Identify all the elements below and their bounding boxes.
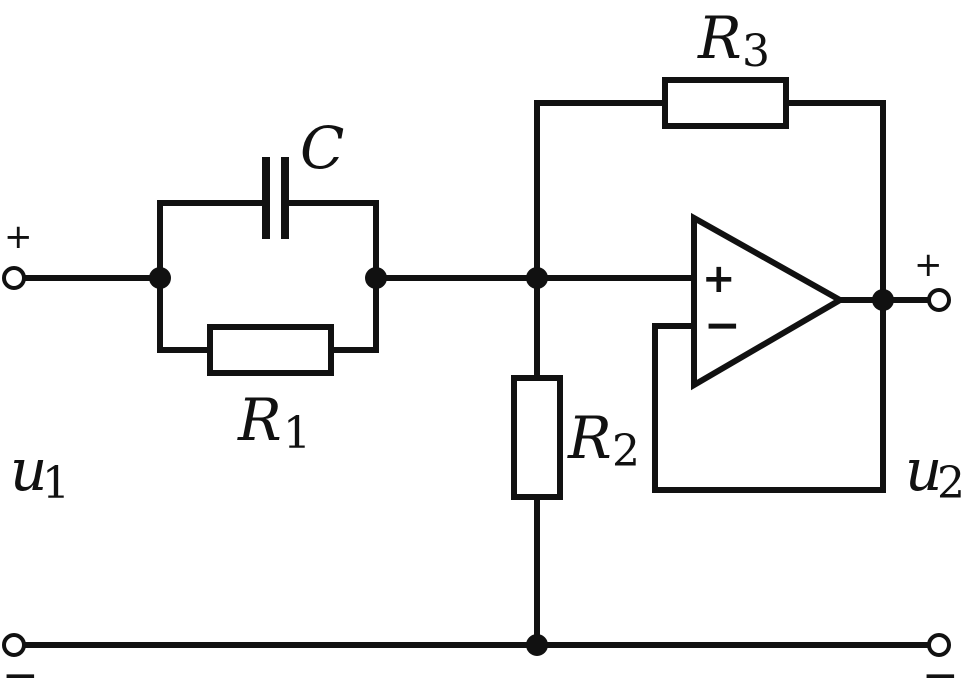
label-r3: R 3 xyxy=(697,4,770,77)
label-r2-sub: 2 xyxy=(612,426,640,477)
resistor-r1 xyxy=(207,324,334,376)
terminal-output-bottom xyxy=(927,633,951,657)
label-r3-sub: 3 xyxy=(742,26,770,77)
op-amp xyxy=(691,212,847,391)
sign-opamp-plus: + xyxy=(702,256,736,302)
terminal-input-bottom xyxy=(2,633,26,657)
resistor-r3 xyxy=(662,77,789,129)
sign-opamp-minus: − xyxy=(704,300,741,351)
sign-output-plus: + xyxy=(914,245,943,285)
junction-ground xyxy=(526,634,548,656)
label-u1-sub: 1 xyxy=(42,458,70,509)
terminals xyxy=(2,266,951,657)
label-u1-letter: u xyxy=(10,436,47,504)
capacitor-c xyxy=(262,157,289,239)
label-c: C xyxy=(300,114,344,182)
junction-center xyxy=(526,267,548,289)
inverting-feedback-loop xyxy=(652,323,886,493)
junction-dots xyxy=(149,267,894,656)
junction-left xyxy=(149,267,171,289)
junction-output xyxy=(872,289,894,311)
sign-output-minus: − xyxy=(922,650,959,680)
label-u2-letter: u xyxy=(905,436,942,504)
resistor-r2 xyxy=(511,375,563,500)
label-r3-letter: R xyxy=(697,4,742,72)
sign-input-plus: + xyxy=(4,217,33,257)
label-u2-sub: 2 xyxy=(937,458,965,509)
junction-right xyxy=(365,267,387,289)
terminal-output-top xyxy=(927,288,951,312)
label-u1: u 1 xyxy=(10,436,70,509)
terminal-input-top xyxy=(2,266,26,290)
label-r1: R 1 xyxy=(237,386,311,459)
label-r1-sub: 1 xyxy=(283,408,311,459)
label-r1-letter: R xyxy=(237,386,282,454)
label-u2: u 2 xyxy=(905,436,965,509)
sign-input-minus: − xyxy=(2,650,39,680)
label-r2: R 2 xyxy=(567,404,640,477)
label-r2-letter: R xyxy=(567,404,612,472)
